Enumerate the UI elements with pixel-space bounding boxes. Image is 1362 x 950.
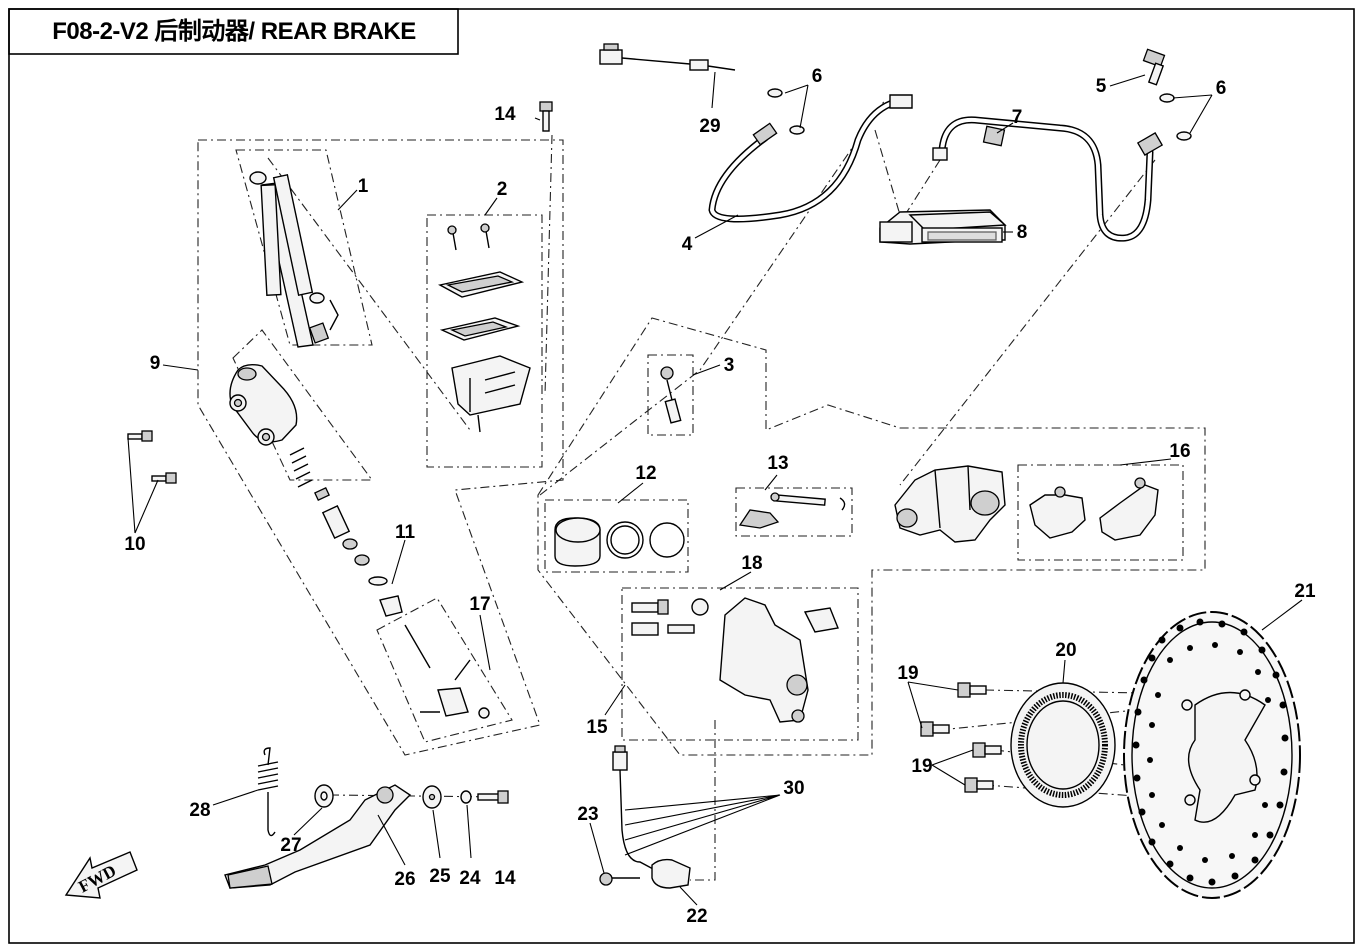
callout-18: 18 (741, 553, 762, 574)
part-21-brake-disc (1123, 611, 1301, 899)
callout-8: 8 (1017, 222, 1028, 243)
group-12-piston-seal-box (544, 499, 689, 573)
part-18-caliper-bracket (631, 597, 839, 723)
part-25-washer (422, 785, 442, 809)
callout-14-pedal: 14 (494, 868, 516, 889)
assembly-line-bolt14 (544, 134, 553, 396)
callout-10: 10 (124, 534, 145, 555)
callout-22: 22 (686, 906, 707, 927)
part-14-pivot-bolt (477, 790, 509, 804)
group-18-bracket-box (621, 587, 859, 741)
callout-24: 24 (459, 868, 481, 889)
callout-5: 5 (1096, 76, 1107, 97)
part-5-banjo-bolt (1142, 48, 1166, 86)
leader-lines (127, 71, 1303, 906)
group-17-pushrod-box (376, 597, 513, 743)
assembly-line-hose-to-caliper (539, 99, 886, 496)
assembly-line-abs-sensor (690, 720, 716, 881)
part-14-bolt-top (539, 101, 553, 132)
group-13-pin-box (735, 487, 853, 537)
part-27-washer (314, 784, 334, 808)
callout-29: 29 (699, 116, 720, 137)
part-22-abs-sensor (599, 745, 691, 889)
group-15-caliper-box (537, 317, 1206, 756)
part-2-reservoir (438, 223, 531, 433)
diagram-title: F08-2-V2 后制动器/ REAR BRAKE (52, 18, 416, 45)
part-9-master-cylinder (229, 363, 298, 446)
part-11-piston-spring (289, 447, 403, 617)
part-26-brake-pedal (224, 784, 412, 889)
callout-11: 11 (395, 522, 416, 543)
part-19-disc-bolts (920, 682, 1002, 793)
part-1-reservoir-hose (249, 171, 339, 348)
callout-15: 15 (586, 717, 608, 738)
assembly-line-hose2-to-caliper (899, 159, 1156, 486)
assembly-line-pedal (329, 794, 501, 798)
callout-30: 30 (783, 778, 804, 799)
callout-19-top: 19 (897, 663, 918, 684)
diagram-frame (8, 8, 1355, 944)
callout-6-left: 6 (812, 66, 823, 87)
callout-23: 23 (577, 804, 598, 825)
part-20-abs-tone-ring (1010, 682, 1116, 808)
callout-6-right: 6 (1216, 78, 1227, 99)
group-16-pad-box (1017, 464, 1184, 561)
callout-26: 26 (394, 869, 415, 890)
callout-17: 17 (469, 594, 490, 615)
group-master-inner-box (232, 329, 374, 481)
part-8-abs-unit (879, 209, 1007, 245)
callout-2: 2 (497, 179, 508, 200)
part-6-washers (767, 88, 1192, 141)
callout-19-bottom: 19 (911, 756, 932, 777)
callout-4: 4 (682, 234, 693, 255)
part-12-piston-seals (554, 517, 685, 567)
callout-7: 7 (1012, 107, 1023, 128)
callout-1: 1 (358, 176, 369, 197)
assembly-line-abs-unit-2 (904, 159, 941, 216)
fwd-arrow-icon: FWD (64, 851, 138, 899)
part-4-brake-hose (708, 94, 913, 223)
group-2-reservoir-box (426, 214, 543, 468)
callout-3: 3 (724, 355, 735, 376)
part-17-push-rod (404, 624, 490, 719)
assembly-line-abs-unit-1 (874, 129, 901, 216)
group-9-master-cylinder-box (197, 139, 564, 756)
part-10-bolts (127, 430, 177, 484)
assembly-line-disc-bolt-2 (939, 704, 1186, 731)
callout-12: 12 (635, 463, 656, 484)
callout-9: 9 (150, 353, 161, 374)
callout-16: 16 (1169, 441, 1190, 462)
part-13-pad-pin (738, 492, 846, 529)
title-box (8, 8, 459, 55)
callout-13: 13 (767, 453, 788, 474)
part-7-brake-hose (932, 116, 1164, 242)
part-caliper-body (894, 465, 1006, 543)
callout-21: 21 (1294, 581, 1316, 602)
part-24-nut (460, 790, 472, 804)
part-28-return-spring (257, 747, 279, 837)
callout-20: 20 (1055, 640, 1076, 661)
part-29-abs-cable (599, 43, 736, 71)
part-16-brake-pads (1029, 477, 1159, 541)
callout-28: 28 (189, 800, 210, 821)
part-3-bleeder-valve (660, 366, 682, 424)
callout-25: 25 (429, 866, 451, 887)
callout-14-top: 14 (494, 104, 516, 125)
group-3-bleeder-box (647, 354, 694, 436)
callout-27: 27 (280, 835, 301, 856)
